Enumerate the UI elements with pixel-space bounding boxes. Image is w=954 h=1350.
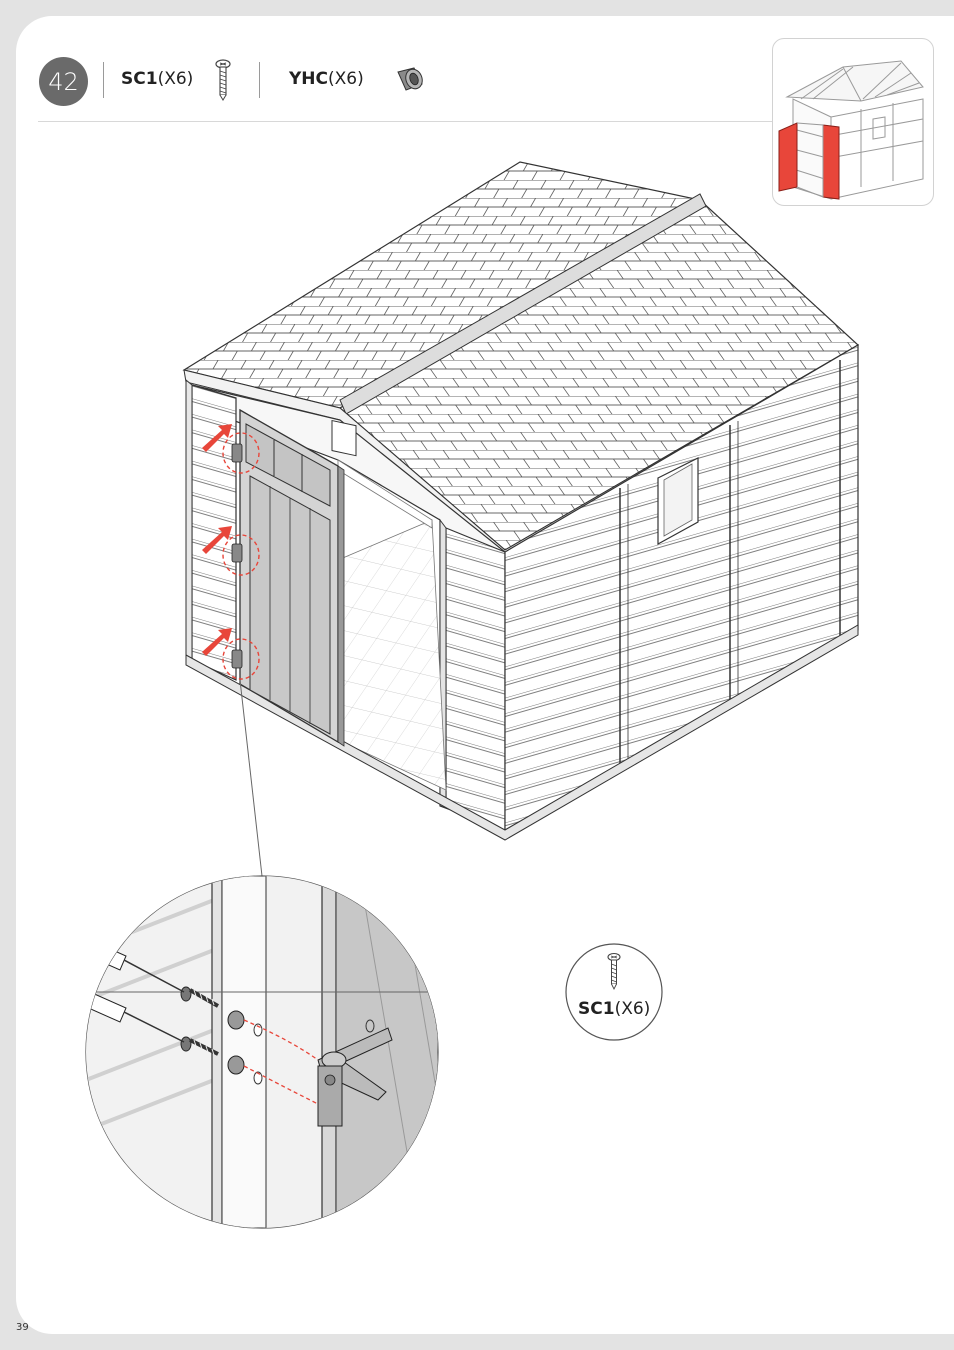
callout-qty: (X6) [615,999,651,1019]
callout-code: SC1 [578,999,615,1019]
callout-label: SC1(X6) [578,999,650,1019]
front-right-pillar [446,528,505,830]
zoom-detail [66,876,560,1228]
page-number: 39 [16,1322,29,1333]
